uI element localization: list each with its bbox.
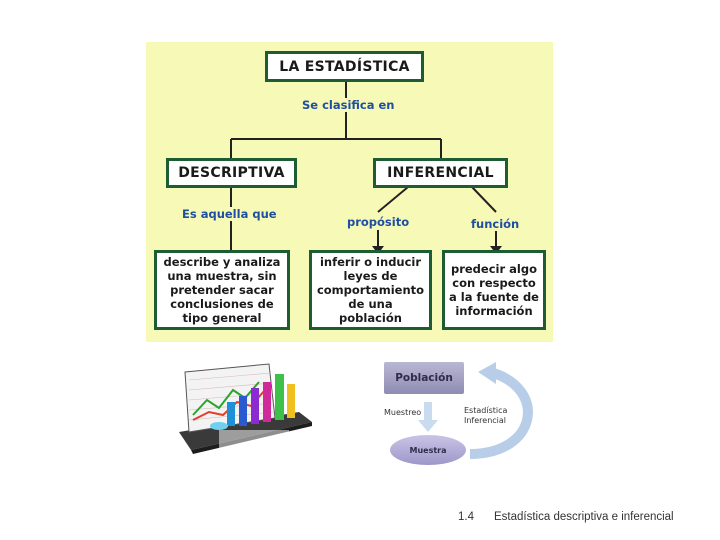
descriptiva-connector-text: Es aquella que: [180, 207, 279, 221]
root-connector-text: Se clasifica en: [300, 98, 397, 112]
population-label: Población: [395, 372, 453, 384]
funcion-connector-label: función: [469, 217, 522, 231]
proposito-description-node: inferir o inducir leyes de comportamient…: [309, 250, 432, 330]
sample-label: Muestra: [409, 445, 447, 455]
chart-illustration: [179, 360, 312, 457]
descriptiva-node: DESCRIPTIVA: [166, 158, 297, 188]
proposito-connector-text: propósito: [345, 215, 412, 229]
laptop-chart-icon: [179, 363, 312, 454]
descriptiva-label: DESCRIPTIVA: [178, 165, 285, 181]
descriptiva-description-node: describe y analiza una muestra, sin pret…: [154, 250, 290, 330]
caption-text: Estadística descriptiva e inferencial: [494, 511, 674, 523]
population-diagram: Población Muestra Muestreo Estadística I…: [378, 358, 548, 470]
descriptiva-description: describe y analiza una muestra, sin pret…: [163, 255, 281, 325]
descriptiva-connector-label: Es aquella que: [180, 207, 279, 221]
population-box: Población: [384, 362, 464, 394]
inferential-statistics-label: Estadística Inferencial: [464, 406, 508, 425]
inferencial-node: INFERENCIAL: [373, 158, 508, 188]
sample-ellipse: Muestra: [390, 442, 466, 458]
inferencial-label: INFERENCIAL: [387, 165, 494, 181]
funcion-description: predecir algo con respecto a la fuente d…: [449, 262, 539, 318]
funcion-description-node: predecir algo con respecto a la fuente d…: [442, 250, 546, 330]
proposito-connector-label: propósito: [345, 215, 412, 229]
root-node: LA ESTADÍSTICA: [265, 51, 424, 82]
root-node-label: LA ESTADÍSTICA: [279, 58, 410, 75]
funcion-connector-text: función: [469, 217, 522, 231]
concept-map: LA ESTADÍSTICA Se clasifica en DESCRIPTI…: [146, 42, 553, 342]
figure-caption: 1.4 Estadística descriptiva e inferencial: [458, 511, 674, 523]
population-diagram-graphics: [384, 362, 533, 465]
sampling-label: Muestreo: [384, 408, 422, 417]
caption-number: 1.4: [458, 511, 474, 523]
proposito-description: inferir o inducir leyes de comportamient…: [316, 255, 425, 325]
root-connector-label: Se clasifica en: [300, 98, 397, 112]
